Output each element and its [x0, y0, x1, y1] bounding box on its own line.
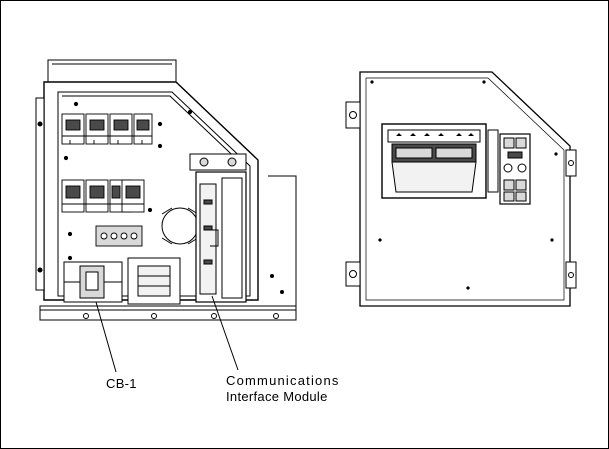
relay-bank-lower [61, 179, 145, 213]
circular-knockout [161, 207, 199, 245]
module-callout-line2: Interface Module [226, 389, 328, 404]
module-callout-line1: Communications [226, 373, 340, 388]
terminal-block [95, 225, 143, 247]
leader-lines [95, 295, 239, 373]
door-display-window [381, 123, 499, 199]
door-screws [370, 80, 558, 290]
door-button-panel [499, 133, 531, 205]
relay-bank-upper [61, 113, 153, 145]
door-hinges [345, 101, 577, 289]
breaker-cb1 [63, 261, 123, 303]
control-transformer [127, 257, 181, 305]
communications-interface-module [189, 153, 247, 303]
breaker-callout: CB-1 [106, 376, 137, 391]
